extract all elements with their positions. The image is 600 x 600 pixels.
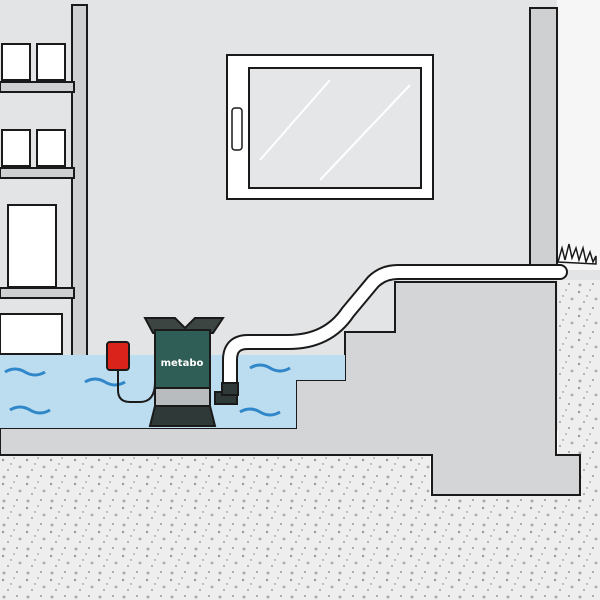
shelf (0, 4, 88, 426)
submersible-pump: metabo (143, 317, 239, 427)
ground (0, 280, 600, 600)
wall-column (529, 7, 558, 269)
water (0, 355, 296, 428)
grass (557, 243, 597, 265)
float-switch (106, 341, 130, 371)
window-handle-icon (231, 107, 243, 151)
pump-brand-logo: metabo (161, 358, 204, 369)
window (226, 54, 434, 200)
outside-area (557, 0, 600, 270)
waves (4, 363, 291, 417)
float-cable (117, 362, 156, 403)
